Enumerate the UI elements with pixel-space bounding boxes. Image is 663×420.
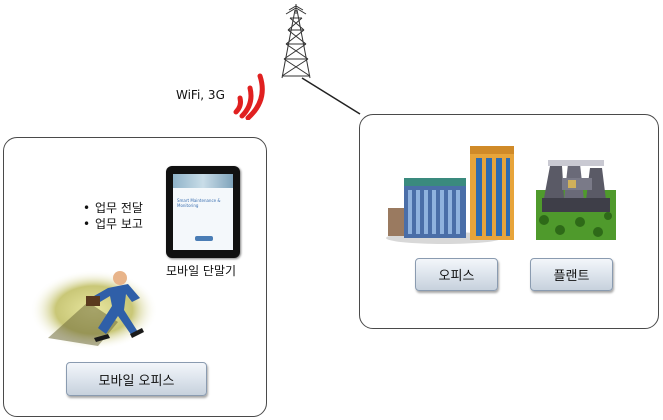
network-label: WiFi, 3G	[176, 88, 225, 102]
antenna-tower-icon	[281, 4, 311, 79]
wireless-signal-icon	[233, 73, 265, 120]
task-item: 업무 보고	[83, 216, 143, 232]
mobile-office-button[interactable]: 모바일 오피스	[66, 362, 207, 396]
task-item: 업무 전달	[83, 200, 143, 216]
tablet-icon: Smart Maintenance & Monitoring	[166, 166, 240, 258]
tablet-screen: Smart Maintenance & Monitoring	[173, 174, 233, 250]
office-building-icon	[386, 146, 514, 244]
plant-button[interactable]: 플랜트	[530, 258, 613, 291]
task-list: 업무 전달 업무 보고	[83, 200, 143, 232]
tablet-screen-text: Smart Maintenance & Monitoring	[177, 198, 221, 208]
office-button[interactable]: 오피스	[415, 258, 498, 291]
plant-factory-icon	[536, 160, 616, 240]
running-businessman-icon	[30, 270, 158, 350]
device-label: 모바일 단말기	[166, 264, 237, 278]
